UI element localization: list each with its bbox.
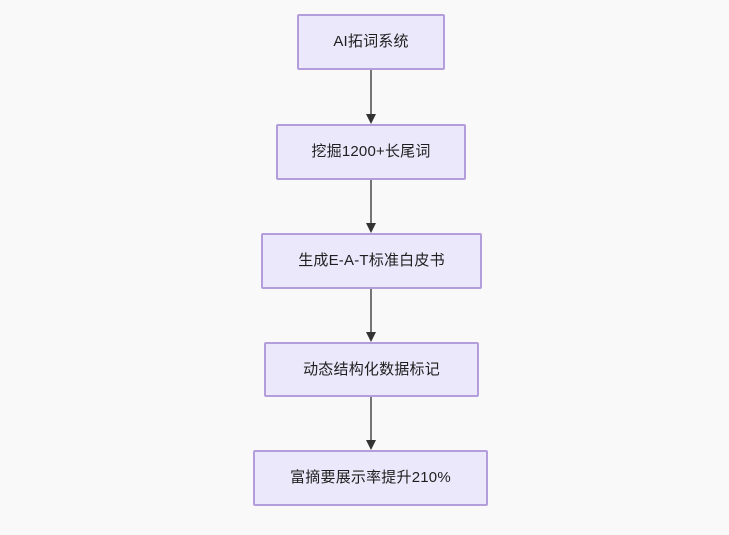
flowchart-node-generate-eat-whitepaper[interactable]: 生成E-A-T标准白皮书	[261, 233, 482, 289]
node-label: 动态结构化数据标记	[303, 360, 440, 378]
node-label: 挖掘1200+长尾词	[311, 143, 431, 161]
edge-connector-4	[366, 397, 376, 450]
edge-connector-2	[366, 180, 376, 233]
flowchart-node-ai-keyword-system[interactable]: AI拓词系统	[297, 14, 445, 70]
flowchart-node-rich-snippet-impression-lift[interactable]: 富摘要展示率提升210%	[253, 450, 488, 506]
node-label: 富摘要展示率提升210%	[290, 469, 451, 487]
node-label: AI拓词系统	[333, 33, 409, 51]
node-label: 生成E-A-T标准白皮书	[298, 252, 445, 270]
edge-connector-3	[366, 289, 376, 342]
flowchart-node-dynamic-structured-data-markup[interactable]: 动态结构化数据标记	[264, 342, 479, 397]
flowchart-node-mine-longtail-keywords[interactable]: 挖掘1200+长尾词	[276, 124, 466, 180]
edge-connector-1	[366, 70, 376, 124]
